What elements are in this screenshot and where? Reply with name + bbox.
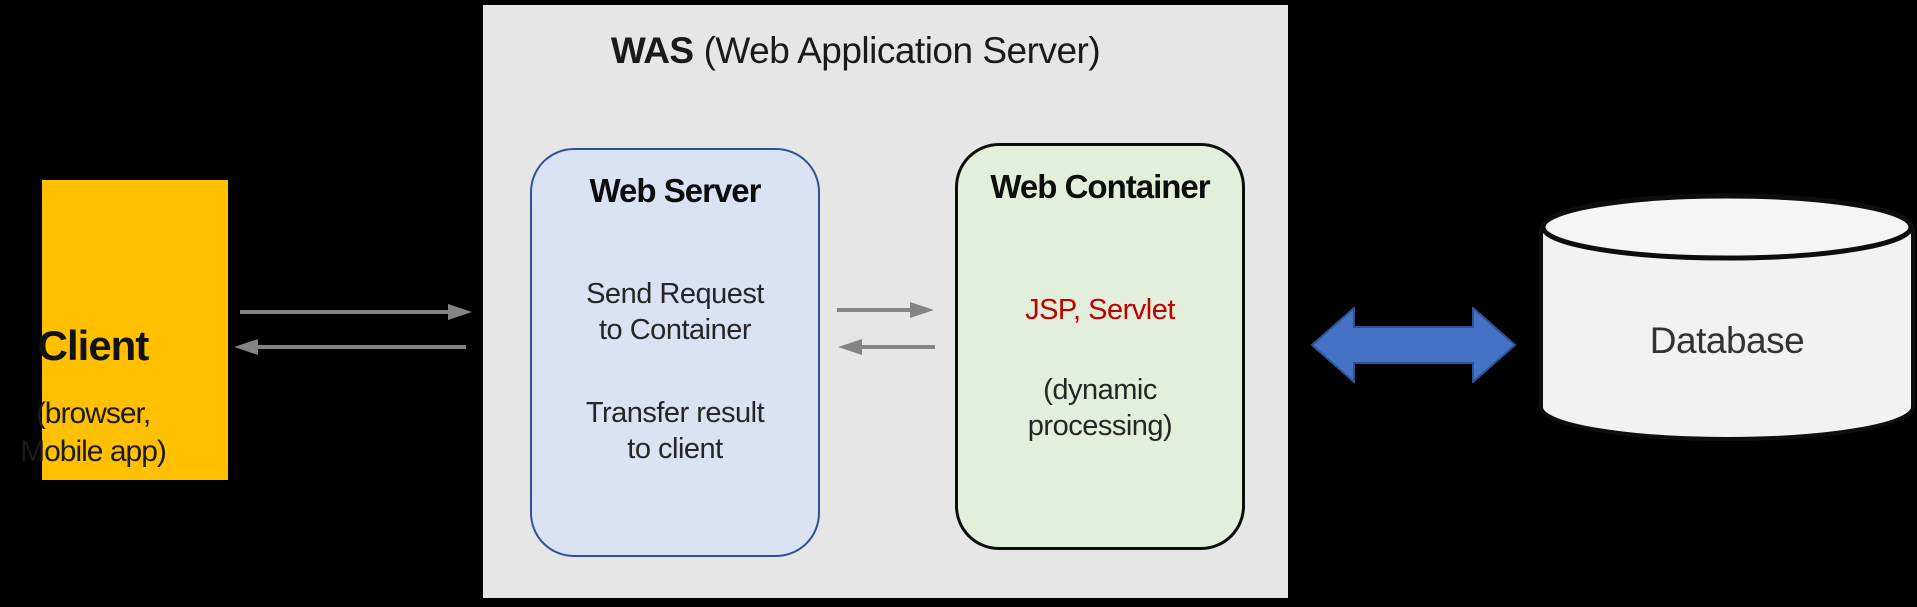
web-container-title: Web Container <box>990 168 1210 205</box>
web-server-text-2-line1: Transfer result <box>585 397 765 429</box>
web-container-highlight: JSP, Servlet <box>1025 294 1175 326</box>
arrow-was-to-client-icon <box>234 339 466 355</box>
client-subtitle-line2: Mobile app) <box>20 435 167 468</box>
was-title-bold: WAS <box>610 30 694 71</box>
arrow-container-to-server-icon <box>838 339 935 355</box>
arrow-was-database-icon <box>1310 307 1517 383</box>
web-container-text-line1: (dynamic <box>1043 374 1157 406</box>
web-server-text-1-line1: Send Request <box>586 278 764 310</box>
web-server-text-2-line2: to client <box>627 433 723 465</box>
web-server-text-1: Send Request to Container <box>532 276 818 348</box>
web-server-box: Web Server Send Request to Container Tra… <box>530 148 820 557</box>
client-subtitle-line1: (browser, <box>35 397 151 430</box>
database-label: Database <box>1649 320 1805 361</box>
web-server-title: Web Server <box>589 172 762 209</box>
web-container-box: Web Container JSP, Servlet (dynamic proc… <box>955 143 1245 550</box>
was-title: WAS(Web Application Server) <box>483 30 1228 72</box>
web-server-text-2: Transfer result to client <box>532 395 818 467</box>
client-box <box>42 180 228 480</box>
arrow-client-to-was-icon <box>240 304 472 320</box>
database-cylinder-icon <box>1539 193 1915 441</box>
web-container-text-line2: processing) <box>1027 410 1173 442</box>
arrow-server-to-container-icon <box>837 302 934 318</box>
client-subtitle: (browser, Mobile app) <box>0 395 186 471</box>
web-server-text-1-line2: to Container <box>599 314 752 346</box>
was-title-rest: (Web Application Server) <box>703 30 1101 71</box>
client-title: Client <box>37 322 150 369</box>
web-container-text: (dynamic processing) <box>958 372 1242 444</box>
